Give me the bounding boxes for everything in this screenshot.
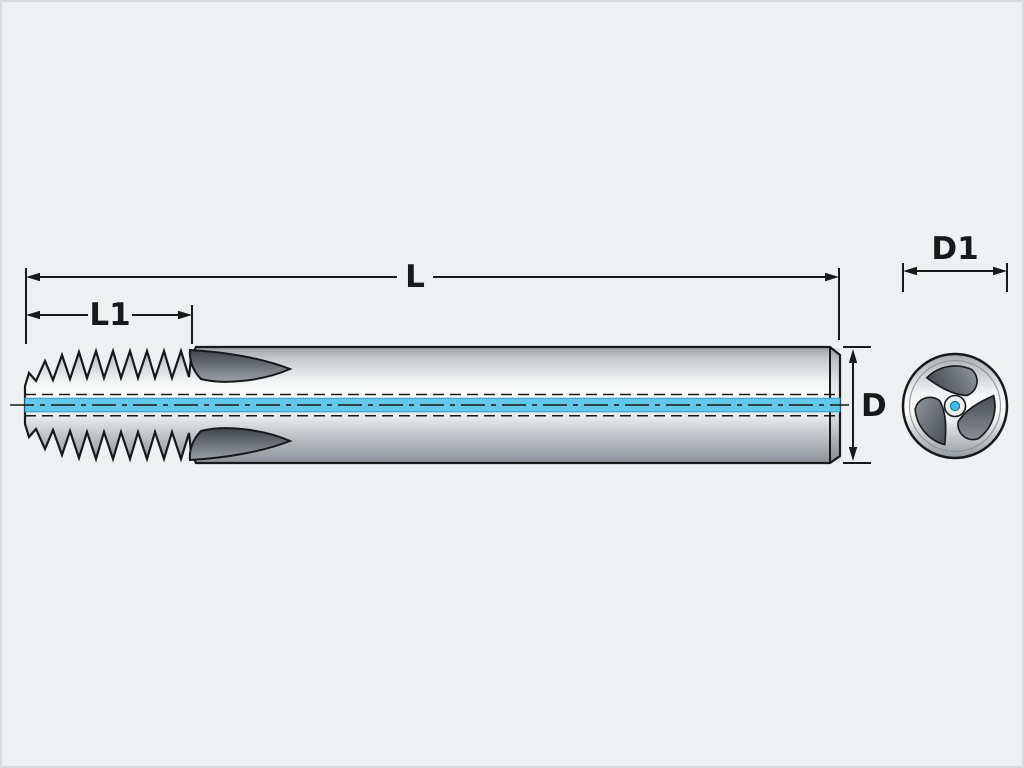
dimension-D1: D1: [902, 231, 1008, 292]
dimension-L: L: [25, 259, 840, 344]
arrowhead-left: [26, 310, 40, 320]
end-flute: [925, 365, 978, 397]
side-view-group: [10, 345, 849, 465]
arrowhead-left: [903, 266, 917, 276]
dimension-L1: L1: [26, 297, 193, 344]
arrowhead-right: [993, 266, 1007, 276]
dimension-D: D: [843, 346, 887, 464]
arrowhead-bottom: [848, 447, 858, 461]
end-view-group: [901, 352, 1009, 460]
label-diameter: D: [861, 388, 887, 424]
label-cut-length: L1: [89, 297, 130, 333]
end-flute: [914, 396, 947, 446]
arrowhead-top: [848, 349, 858, 363]
label-shank-diameter: D1: [931, 231, 978, 267]
arrowhead-right: [178, 310, 192, 320]
flute-cutout-bottom: [188, 427, 293, 462]
arrowhead-right: [825, 272, 839, 282]
chamfer-ring: [908, 359, 1002, 453]
arrowhead-left: [26, 272, 40, 282]
flute-cutout-top: [188, 348, 293, 383]
end-view-flutes: [914, 365, 996, 446]
end-flute: [957, 394, 996, 441]
label-overall-length: L: [405, 259, 425, 295]
coolant-hole: [949, 400, 961, 412]
